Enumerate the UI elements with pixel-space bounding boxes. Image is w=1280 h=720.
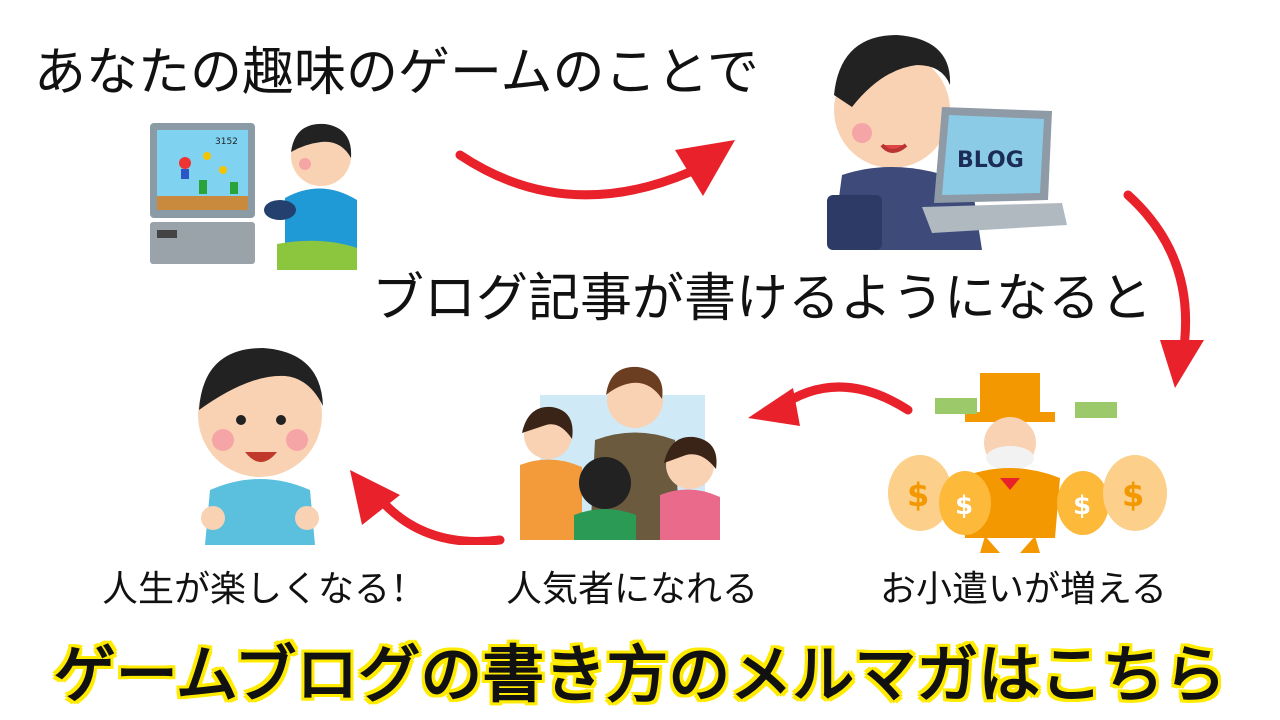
caption-money: お小遣いが増える [880, 569, 1167, 610]
arrow-money-to-popular [748, 382, 913, 426]
heading-line-2: ブログ記事が書けるようになると [372, 269, 1153, 329]
money-bag-2: $ [939, 471, 991, 535]
caption-happy-life: 人生が楽しくなる！ [102, 569, 427, 610]
svg-text:$: $ [907, 476, 929, 514]
gamepad-icon [264, 200, 296, 220]
money-bag-3: $ [1057, 471, 1109, 535]
svg-text:$: $ [955, 491, 973, 521]
arrow-popular-to-happy [350, 470, 505, 545]
newsletter-banner[interactable]: ゲームブログの書き方のメルマガはこちら [53, 638, 1227, 711]
arrow-gamer-to-blogger [455, 140, 735, 200]
money-bag-1: $ [888, 455, 952, 531]
svg-text:$: $ [1073, 491, 1091, 521]
rich-man-illustration: $ $ $ $ [888, 373, 1167, 553]
game-score: 3152 [215, 137, 238, 147]
arrow-blogger-to-money [1123, 190, 1204, 388]
blog-screen-label: BLOG [957, 148, 1024, 173]
happy-boy-illustration [198, 348, 323, 545]
cash-left [935, 398, 977, 414]
gamer-shirt [285, 188, 357, 248]
admirer-3 [579, 457, 631, 509]
svg-text:$: $ [1122, 476, 1144, 514]
top-hat [980, 373, 1040, 418]
happy-boy-shirt [205, 479, 315, 545]
money-bag-4: $ [1103, 455, 1167, 531]
console [150, 222, 255, 264]
cash-right [1075, 402, 1117, 418]
caption-popular: 人気者になれる [506, 569, 759, 610]
popular-illustration [520, 366, 720, 540]
gamer-illustration: 3152 [150, 123, 357, 270]
heading-line-1: あなたの趣味のゲームのことで [34, 43, 759, 103]
blogger-illustration: BLOG [827, 35, 1067, 250]
